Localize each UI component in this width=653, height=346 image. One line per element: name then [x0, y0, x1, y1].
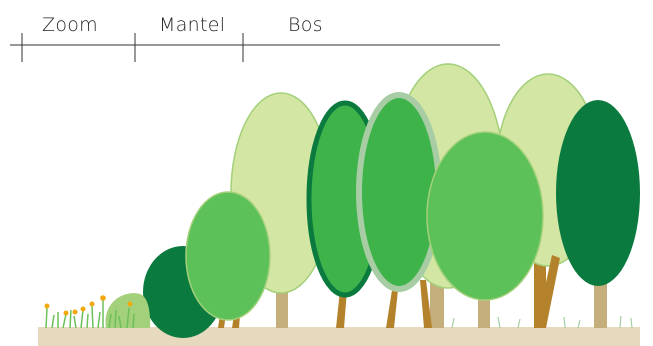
tree-trunk: [386, 290, 398, 328]
grass-blade: [517, 318, 521, 329]
grass-blade: [62, 313, 67, 329]
zone-label-mantel: Mantel: [159, 14, 226, 36]
grass-blade: [577, 319, 581, 329]
tree-crown: [556, 100, 640, 286]
zone-axis: [10, 33, 500, 62]
grass-blade: [108, 313, 112, 329]
grass-blade: [114, 309, 117, 329]
tree-bos-dark-right: [536, 100, 640, 328]
tree-trunk: [478, 292, 490, 328]
flower: [89, 301, 95, 307]
grass-blade: [497, 316, 501, 329]
grass-blade: [118, 315, 122, 329]
grass-blade: [73, 315, 77, 329]
zone-label-bos: Bos: [288, 14, 323, 36]
tree-mantel-medium: [185, 191, 271, 328]
tree-crown: [185, 191, 271, 321]
ground: [38, 327, 640, 346]
tree-trunk: [594, 278, 607, 328]
grass-blade: [91, 305, 94, 329]
flower: [100, 295, 106, 301]
grass-blade: [69, 309, 72, 329]
grass-blade: [51, 314, 55, 329]
tree-crown: [426, 131, 544, 301]
grass-blade: [97, 311, 101, 329]
grass-blade: [563, 316, 566, 329]
grass-blade: [630, 317, 633, 329]
tree-branch: [536, 255, 560, 328]
grass-blade: [80, 309, 84, 329]
tree-bos-front-medium: [426, 131, 544, 328]
bush-zoom: [105, 293, 151, 328]
zone-label-zoom: Zoom: [42, 14, 98, 36]
grass-blade: [45, 307, 48, 329]
grass-blade: [132, 313, 135, 329]
flowers-zoom: [44, 295, 133, 316]
grass-blade: [451, 317, 455, 329]
grass-zoom: [45, 300, 135, 329]
tree-branch: [420, 280, 432, 328]
bush-crown: [105, 293, 151, 328]
flower: [63, 310, 69, 316]
grass-blade: [619, 315, 622, 329]
grass-blade: [86, 313, 89, 329]
flower: [44, 303, 50, 309]
flower: [127, 301, 133, 307]
grass-bos: [451, 315, 633, 329]
flower: [80, 306, 86, 312]
tree-crown: [356, 92, 442, 292]
grass-blade: [126, 307, 130, 329]
flower: [72, 309, 78, 315]
tree-trunk: [336, 290, 347, 328]
